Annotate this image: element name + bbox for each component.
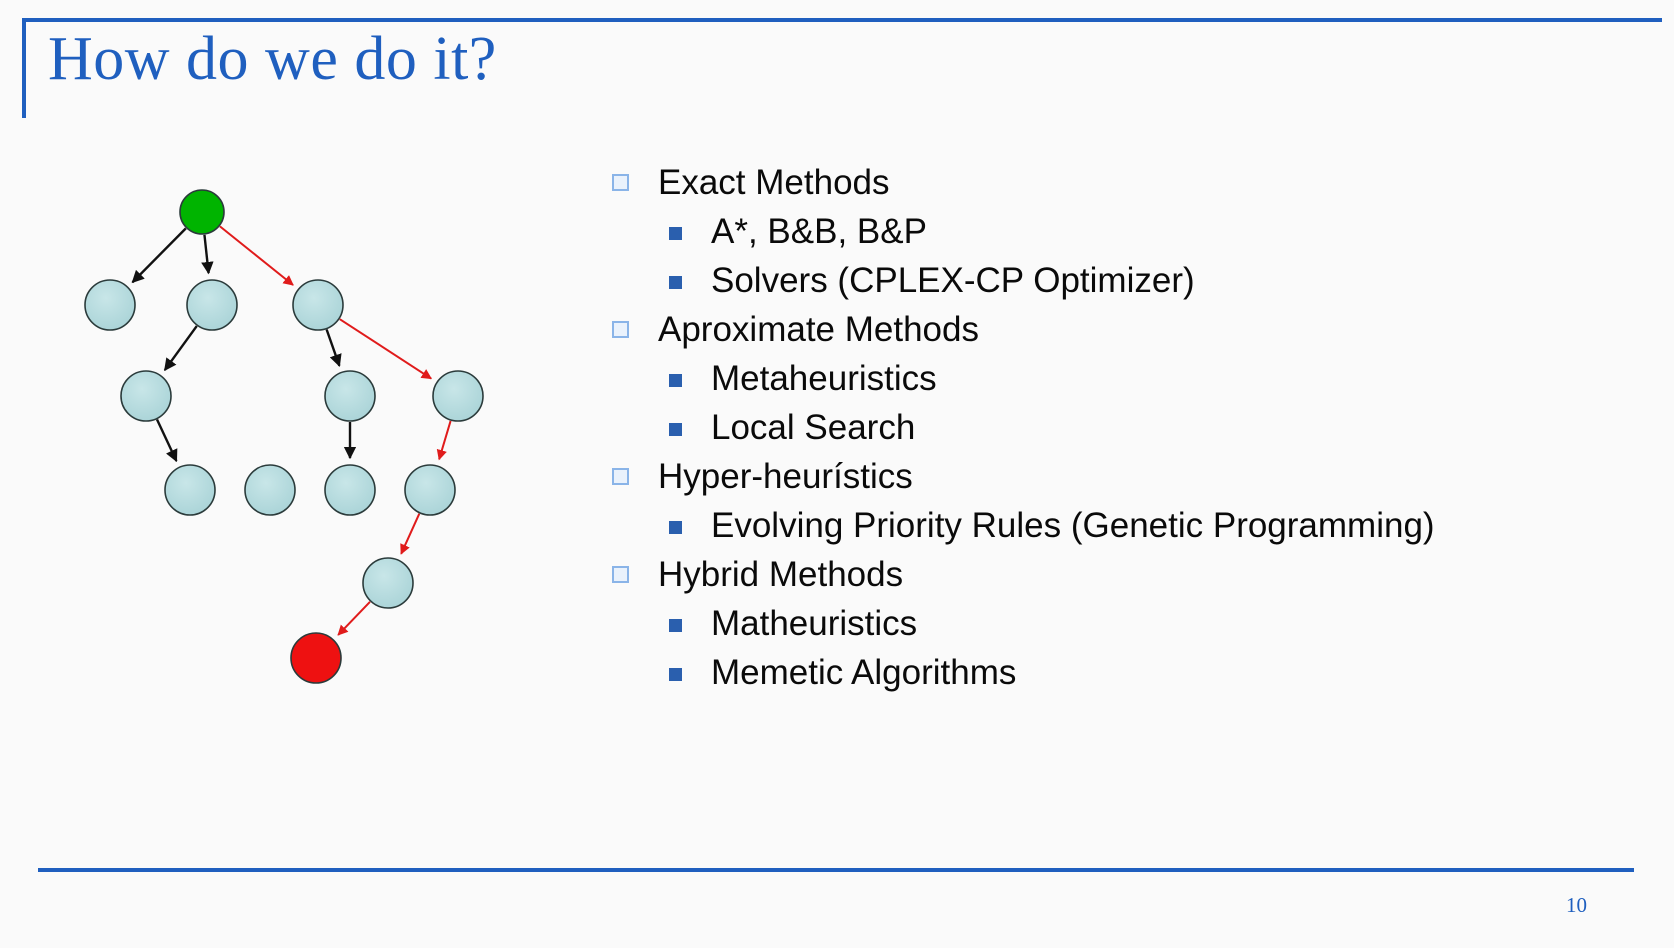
tree-edge (155, 419, 178, 463)
bullet-item: Hyper-heurístics (612, 457, 1652, 506)
bullet-item: Matheuristics (669, 604, 1652, 653)
tree-edge (131, 227, 187, 284)
bullet-label: A*, B&B, B&P (711, 212, 927, 251)
footer-rule (38, 868, 1634, 872)
tree-nodes-group (84, 189, 484, 684)
bullet-item: A*, B&B, B&P (669, 212, 1652, 261)
tree-edge-highlighted (219, 225, 294, 286)
tree-edges-group (131, 225, 452, 636)
bullet-item: Solvers (CPLEX-CP Optimizer) (669, 261, 1652, 310)
tree-node (244, 464, 296, 516)
tree-node (186, 279, 238, 331)
tree-node (84, 279, 136, 331)
solid-square-bullet-icon (669, 668, 682, 681)
page-title: How do we do it? (48, 25, 497, 93)
bullet-item: Aproximate Methods (612, 310, 1652, 359)
bullet-label: Memetic Algorithms (711, 653, 1017, 692)
search-tree-diagram (40, 150, 560, 720)
tree-node (432, 370, 484, 422)
tree-edge-highlighted (400, 513, 421, 555)
title-top-rule (22, 18, 1662, 22)
bullet-label: Matheuristics (711, 604, 918, 643)
page-number: 10 (1566, 893, 1587, 917)
tree-edge-highlighted (436, 420, 452, 461)
hollow-square-bullet-icon (612, 174, 629, 191)
bullet-label: Local Search (711, 408, 916, 447)
bullet-label: Metaheuristics (711, 359, 937, 398)
tree-edge (201, 234, 214, 275)
solid-square-bullet-icon (669, 276, 682, 289)
bullet-label: Hyper-heurístics (658, 457, 913, 496)
bullet-item: Hybrid Methods (612, 555, 1652, 604)
bullet-item: Local Search (669, 408, 1652, 457)
tree-edge-highlighted (337, 601, 371, 636)
hollow-square-bullet-icon (612, 566, 629, 583)
tree-node-goal (290, 632, 342, 684)
title-left-accent-bar (22, 18, 26, 118)
hollow-square-bullet-icon (612, 468, 629, 485)
bullet-label: Exact Methods (658, 163, 890, 202)
bullet-item: Exact Methods (612, 163, 1652, 212)
solid-square-bullet-icon (669, 619, 682, 632)
hollow-square-bullet-icon (612, 321, 629, 338)
search-tree-svg (84, 189, 484, 684)
solid-square-bullet-icon (669, 227, 682, 240)
tree-node (120, 370, 172, 422)
tree-edge (325, 329, 342, 367)
solid-square-bullet-icon (669, 521, 682, 534)
tree-edge (163, 325, 198, 372)
bullet-label: Hybrid Methods (658, 555, 904, 594)
bullet-item: Evolving Priority Rules (Genetic Program… (669, 506, 1652, 555)
tree-node (324, 370, 376, 422)
bullet-item: Metaheuristics (669, 359, 1652, 408)
solid-square-bullet-icon (669, 374, 682, 387)
bullet-label: Evolving Priority Rules (Genetic Program… (711, 506, 1435, 545)
tree-node (164, 464, 216, 516)
solid-square-bullet-icon (669, 423, 682, 436)
tree-node (324, 464, 376, 516)
bullet-label: Solvers (CPLEX-CP Optimizer) (711, 261, 1195, 300)
bullet-item: Memetic Algorithms (669, 653, 1652, 702)
slide-title-block: How do we do it? (22, 18, 1662, 118)
tree-node (362, 557, 414, 609)
tree-node (292, 279, 344, 331)
tree-node-root (179, 189, 225, 235)
tree-node (404, 464, 456, 516)
tree-edge-highlighted (339, 318, 433, 380)
bullet-label: Aproximate Methods (658, 310, 979, 349)
